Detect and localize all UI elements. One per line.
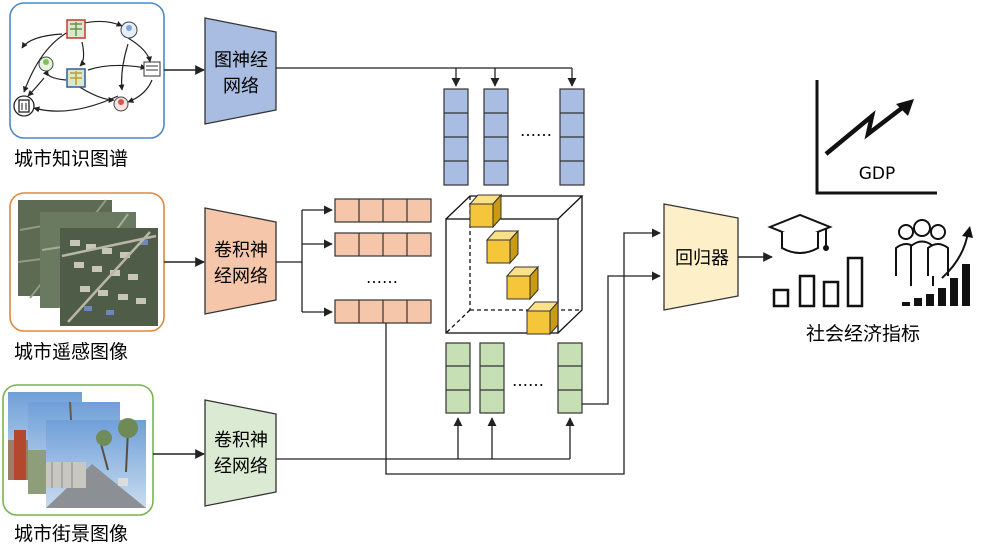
cnn-street-view-encoder: 卷积神 经网络 — [204, 399, 277, 507]
shop-icon — [143, 61, 161, 77]
socioeconomic-indicators-label: 社会经济指标 — [806, 323, 920, 345]
cnn-sv-label-line2: 经网络 — [214, 456, 268, 477]
orange-feature-vector — [334, 198, 432, 223]
knowledge-graph-label: 城市知识图谱 — [14, 148, 128, 170]
satellite-image — [60, 228, 158, 326]
green-feature-vector — [479, 342, 505, 414]
green-feature-vector — [557, 342, 583, 414]
remote-sensing-label: 城市遥感图像 — [14, 341, 128, 363]
arrow — [385, 228, 661, 475]
cube-block — [468, 193, 503, 229]
gnn-label-line2: 网络 — [223, 76, 259, 97]
blue-feature-vector — [559, 88, 585, 186]
green-feature-vector — [445, 342, 471, 414]
location-pin-icon — [113, 96, 129, 112]
map-icon — [66, 19, 86, 39]
blue-feature-vector — [443, 88, 469, 186]
cube-block — [485, 229, 520, 265]
gnn-encoder: 图神经 网络 — [204, 17, 277, 125]
ellipsis-green: …… — [512, 371, 544, 390]
gdp-label: GDP — [859, 164, 896, 184]
population-growth-icon — [895, 219, 973, 306]
remote-sensing-panel — [9, 192, 165, 332]
blue-feature-vector — [483, 88, 509, 186]
street-photo — [46, 418, 146, 508]
cube-block — [525, 300, 560, 336]
location-pin-icon — [120, 21, 138, 39]
street-view-panel — [2, 384, 154, 516]
graduation-cap-icon — [767, 213, 833, 254]
map-icon — [66, 68, 86, 88]
regressor: 回归器 — [663, 203, 739, 311]
bar-chart-icon — [772, 256, 864, 308]
location-pin-icon — [38, 56, 54, 72]
ellipsis-blue: …… — [520, 121, 552, 140]
building-icon — [13, 95, 35, 117]
cnn-rs-label-line2: 经网络 — [214, 266, 268, 287]
gdp-chart-icon: GDP — [815, 80, 937, 195]
regressor-label: 回归器 — [675, 248, 729, 269]
knowledge-graph-panel — [9, 2, 165, 139]
orange-feature-vector — [334, 232, 432, 257]
cube-block — [505, 265, 540, 301]
orange-feature-vector — [334, 299, 432, 324]
street-view-label: 城市街景图像 — [14, 523, 128, 545]
cnn-rs-label-line1: 卷积神 — [214, 240, 268, 261]
cnn-remote-sensing-encoder: 卷积神 经网络 — [204, 207, 277, 315]
arrow — [582, 271, 661, 405]
cnn-sv-label-line1: 卷积神 — [214, 430, 268, 451]
ellipsis-orange: …… — [366, 268, 398, 287]
gnn-label-line1: 图神经 — [214, 50, 268, 71]
fusion-tensor-cube — [445, 195, 584, 334]
